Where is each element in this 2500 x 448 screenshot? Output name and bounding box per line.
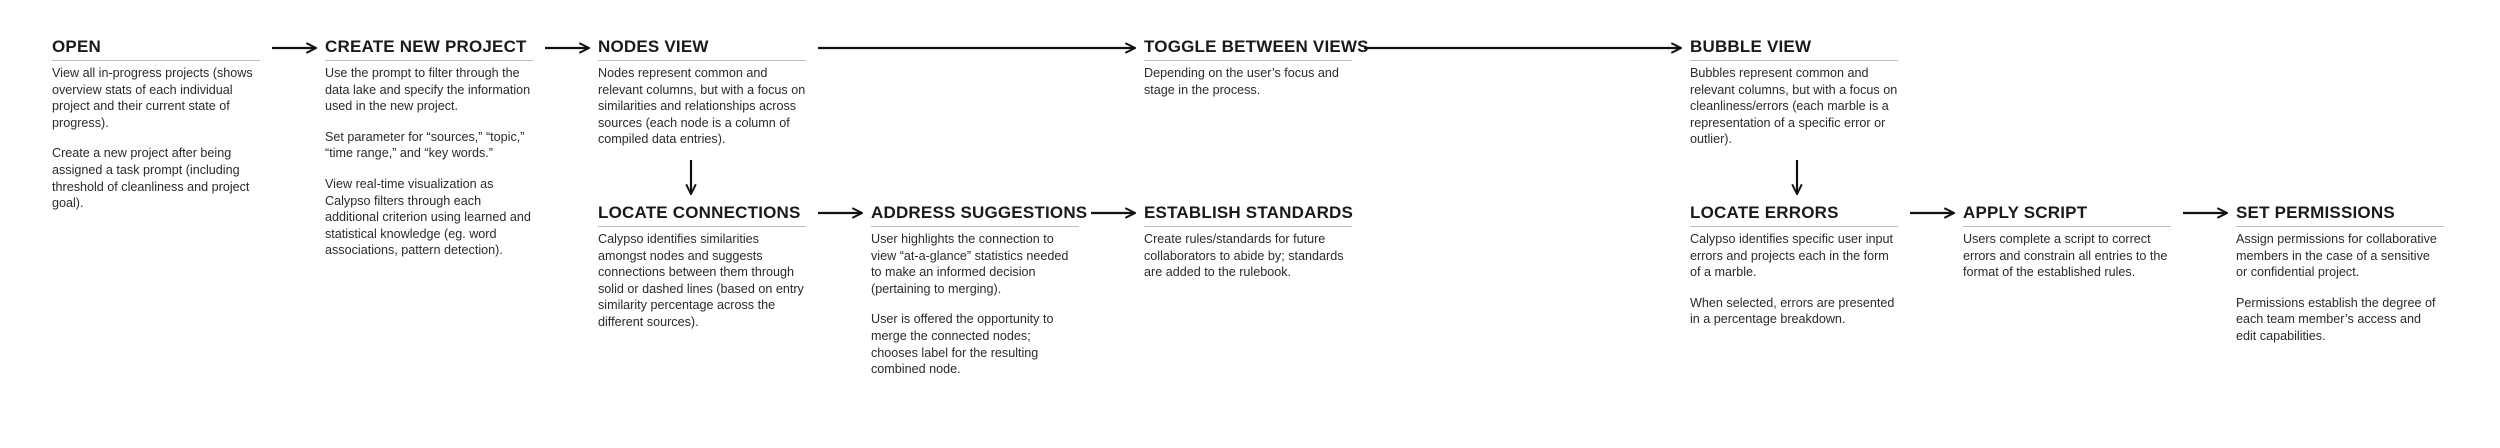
step-paragraph: Users complete a script to correct error… bbox=[1963, 232, 2168, 280]
step-paragraph: View all in-progress projects (shows ove… bbox=[52, 66, 253, 130]
step-description: User highlights the connection to view “… bbox=[871, 231, 1079, 378]
step-description: Calypso identifies similarities amongst … bbox=[598, 231, 806, 331]
step-title: NODES VIEW bbox=[598, 37, 806, 61]
step-paragraph: Create a new project after being assigne… bbox=[52, 146, 250, 211]
step-title: SET PERMISSIONS bbox=[2236, 203, 2444, 227]
step-description: Assign permissions for collaborative mem… bbox=[2236, 231, 2444, 345]
step-title: BUBBLE VIEW bbox=[1690, 37, 1898, 61]
step-paragraph: View real-time visualization as Calypso … bbox=[325, 176, 531, 258]
step-paragraph: Bubbles represent common and relevant co… bbox=[1690, 66, 1898, 147]
step-paragraph: Calypso identifies specific user input e… bbox=[1690, 232, 1894, 280]
step-address-suggestions: ADDRESS SUGGESTIONS User highlights the … bbox=[871, 203, 1087, 378]
step-paragraph: When selected, errors are presented in a… bbox=[1690, 295, 1895, 327]
step-title: APPLY SCRIPT bbox=[1963, 203, 2171, 227]
step-title: TOGGLE BETWEEN VIEWS bbox=[1144, 37, 1369, 61]
step-open: OPEN View all in-progress projects (show… bbox=[52, 37, 260, 212]
step-paragraph: Assign permissions for collaborative mem… bbox=[2236, 232, 2437, 280]
step-nodes-view: NODES VIEW Nodes represent common and re… bbox=[598, 37, 806, 148]
step-title: LOCATE ERRORS bbox=[1690, 203, 1898, 227]
step-locate-connections: LOCATE CONNECTIONS Calypso identifies si… bbox=[598, 203, 806, 331]
step-title: OPEN bbox=[52, 37, 260, 61]
step-title: ESTABLISH STANDARDS bbox=[1144, 203, 1353, 227]
step-description: Use the prompt to filter through the dat… bbox=[325, 65, 533, 259]
step-title: CREATE NEW PROJECT bbox=[325, 37, 533, 61]
step-paragraph: User is offered the opportunity to merge… bbox=[871, 312, 1054, 377]
step-locate-errors: LOCATE ERRORS Calypso identifies specifi… bbox=[1690, 203, 1898, 328]
step-bubble-view: BUBBLE VIEW Bubbles represent common and… bbox=[1690, 37, 1898, 148]
step-paragraph: User highlights the connection to view “… bbox=[871, 232, 1069, 296]
step-paragraph: Permissions establish the degree of each… bbox=[2236, 295, 2436, 343]
step-title: ADDRESS SUGGESTIONS bbox=[871, 203, 1087, 227]
step-description: Users complete a script to correct error… bbox=[1963, 231, 2171, 281]
step-establish-standards: ESTABLISH STANDARDS Create rules/standar… bbox=[1144, 203, 1353, 281]
step-set-permissions: SET PERMISSIONS Assign permissions for c… bbox=[2236, 203, 2444, 345]
step-toggle-between-views: TOGGLE BETWEEN VIEWS Depending on the us… bbox=[1144, 37, 1369, 98]
step-description: Create rules/standards for future collab… bbox=[1144, 231, 1352, 281]
step-paragraph: Nodes represent common and relevant colu… bbox=[598, 66, 806, 147]
step-description: View all in-progress projects (shows ove… bbox=[52, 65, 260, 212]
step-paragraph: Calypso identifies similarities amongst … bbox=[598, 232, 804, 329]
step-paragraph: Use the prompt to filter through the dat… bbox=[325, 66, 531, 114]
step-title: LOCATE CONNECTIONS bbox=[598, 203, 806, 227]
step-create-new-project: CREATE NEW PROJECT Use the prompt to fil… bbox=[325, 37, 533, 259]
step-description: Bubbles represent common and relevant co… bbox=[1690, 65, 1898, 148]
step-description: Nodes represent common and relevant colu… bbox=[598, 65, 806, 148]
step-paragraph: Depending on the user’s focus and stage … bbox=[1144, 66, 1339, 97]
step-description: Calypso identifies specific user input e… bbox=[1690, 231, 1898, 328]
step-apply-script: APPLY SCRIPT Users complete a script to … bbox=[1963, 203, 2171, 281]
step-description: Depending on the user’s focus and stage … bbox=[1144, 65, 1352, 98]
step-paragraph: Set parameter for “sources,” “topic,” “t… bbox=[325, 129, 525, 161]
step-paragraph: Create rules/standards for future collab… bbox=[1144, 232, 1344, 280]
